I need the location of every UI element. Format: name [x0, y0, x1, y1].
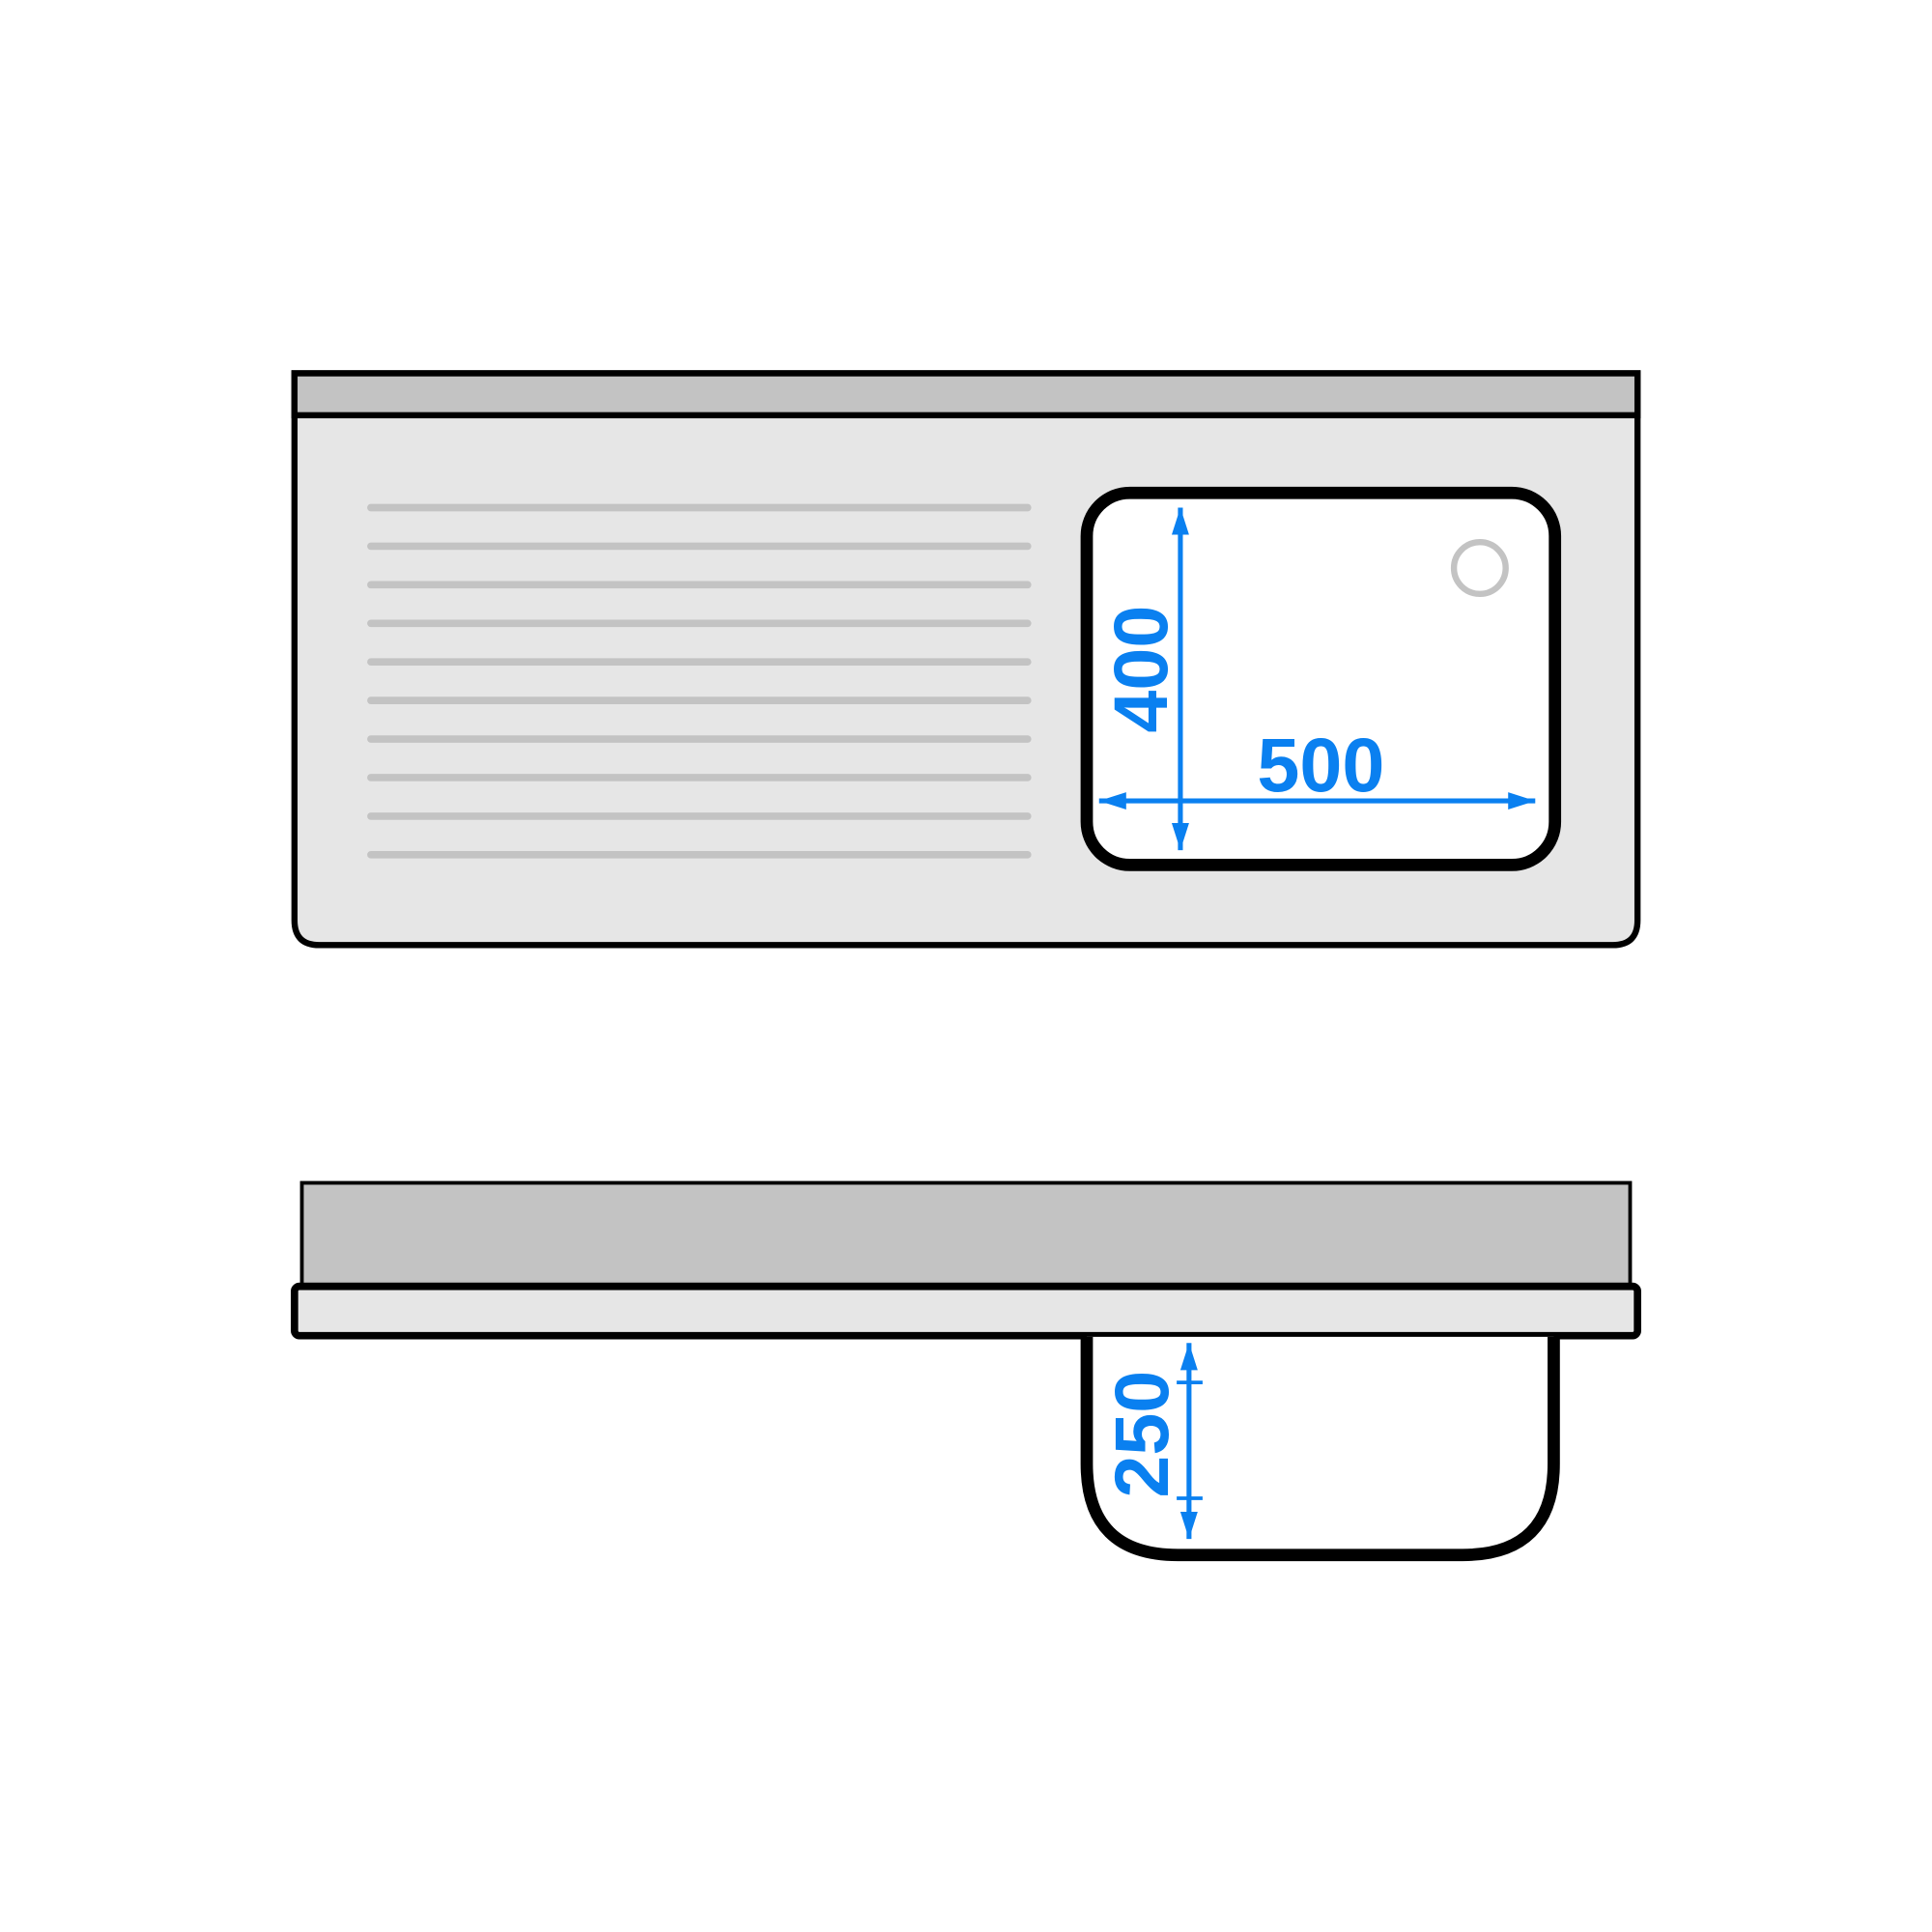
basin-profile: [1080, 1336, 1560, 1562]
basin: [1080, 486, 1562, 871]
upstand-side: [299, 1180, 1633, 1288]
top-view: 400 500: [291, 370, 1641, 949]
side-view: 250: [291, 1180, 1641, 1562]
worktop-edge: [291, 1282, 1641, 1340]
basin-depth-label: 400: [1097, 606, 1183, 733]
basin-width-label: 500: [1257, 722, 1384, 808]
upstand: [291, 370, 1641, 419]
drainboard-grooves: [367, 503, 1032, 859]
basin-height-label: 250: [1098, 1371, 1184, 1498]
drain-hole: [1450, 539, 1509, 597]
